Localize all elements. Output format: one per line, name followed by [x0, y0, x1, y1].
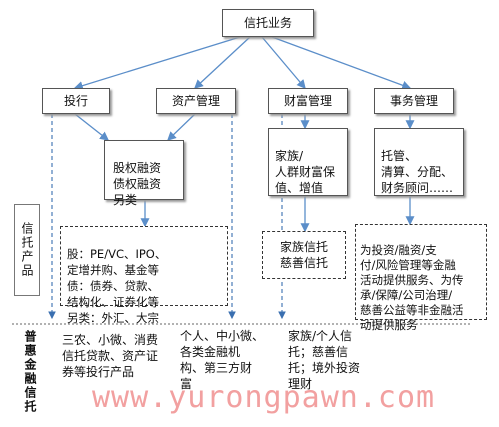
- products-label: 信托产品: [20, 222, 34, 278]
- inclusive-col3: 家族/个人信 托；慈善信 托；境外投资 理财: [288, 329, 361, 391]
- products-text: 股：PE/VC、IPO、 定增并购、基金等 债：债券、贷款、 结构化、证券化等 …: [67, 247, 167, 325]
- category-label: 资产管理: [171, 94, 220, 108]
- category-label: 事务管理: [389, 94, 438, 108]
- category-label: 投行: [63, 94, 88, 108]
- products-affairs: 为投资/融资/支 付/风险管理等金融 活动提供服务、为传 承/保障/公司治理/ …: [355, 224, 487, 332]
- products-text: 为投资/融资/支 付/风险管理等金融 活动提供服务、为传 承/保障/公司治理/ …: [360, 243, 464, 332]
- category-label: 财富管理: [283, 94, 332, 108]
- root-label: 信托业务: [243, 16, 292, 30]
- category-asset: 资产管理: [156, 88, 236, 114]
- category-wealth: 财富管理: [268, 88, 348, 114]
- inclusive-col2: 个人、中小微、 各类金融机 构、第三方财 富: [180, 329, 265, 391]
- inclusive-col1: 三农、小微、消费 信托贷款、资产证 券等投行产品: [62, 333, 159, 379]
- category-invest: 投行: [42, 88, 110, 114]
- mid-text: 家族/ 人群财富保 值、增值: [275, 149, 336, 195]
- products-label-box: 信托产品: [14, 204, 40, 296]
- mid-wealth: 家族/ 人群财富保 值、增值: [268, 128, 348, 196]
- products-text: 家族信托 慈善信托: [279, 240, 328, 270]
- root-node: 信托业务: [222, 9, 314, 37]
- inclusive-label: 普惠金融信托: [23, 330, 37, 414]
- category-affairs: 事务管理: [374, 88, 454, 114]
- mid-invest-asset: 股权融资 债权融资 另类: [104, 140, 184, 207]
- mid-text: 股权融资 债权融资 另类: [113, 161, 162, 207]
- mid-affairs: 托管、 清算、分配、 财务顾问……: [374, 128, 464, 196]
- mid-text: 托管、 清算、分配、 财务顾问……: [381, 149, 454, 195]
- products-invest-asset: 股：PE/VC、IPO、 定增并购、基金等 债：债券、贷款、 结构化、证券化等 …: [60, 226, 228, 325]
- watermark: www.yurongpawn.com: [92, 380, 436, 415]
- products-wealth: 家族信托 慈善信托: [262, 231, 346, 279]
